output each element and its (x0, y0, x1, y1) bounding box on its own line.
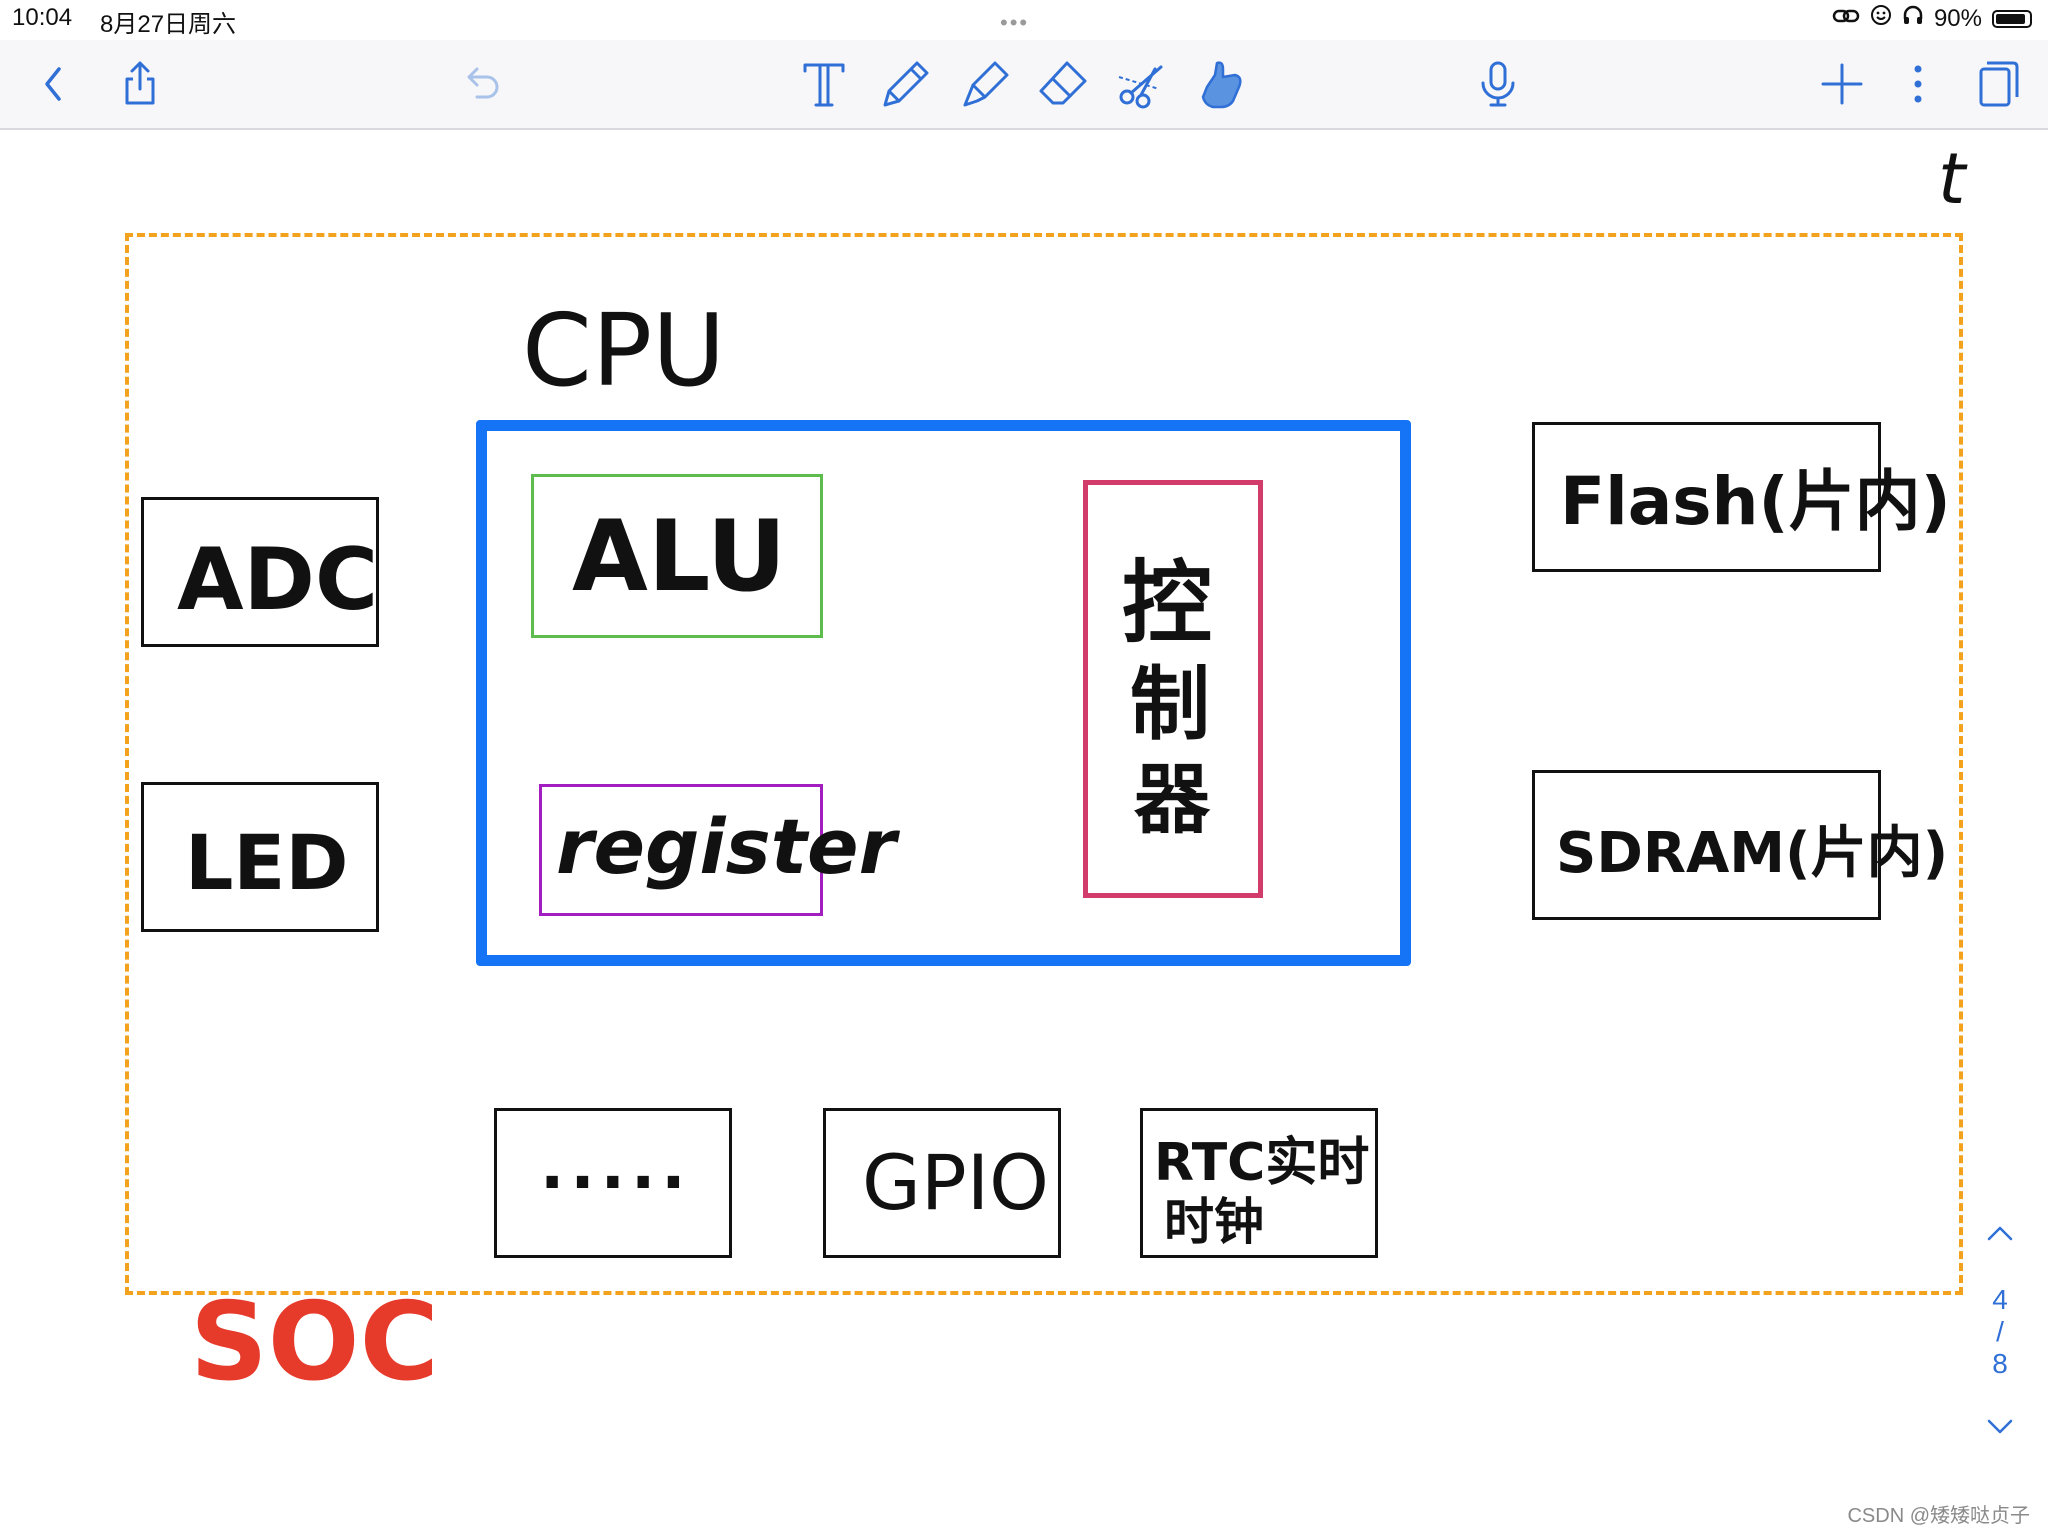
gpio-box (823, 1108, 1061, 1258)
share-icon[interactable] (110, 54, 170, 114)
hand-pointer-icon[interactable] (1190, 54, 1250, 114)
battery-percent: 90% (1933, 4, 1982, 32)
status-date: 8月27日周六 (100, 11, 237, 38)
note-canvas[interactable]: t SOC CPU ALU register 控 制 器 ADC LED Fla… (0, 130, 2048, 1536)
watermark: CSDN @矮矮哒贞子 (1847, 1505, 2030, 1527)
chevron-up-icon[interactable] (1978, 1220, 2022, 1264)
soc-boundary (125, 233, 1963, 1295)
status-time: 10:04 (12, 4, 73, 31)
cpu-box (476, 420, 1411, 966)
page-separator: / (1996, 1316, 2004, 1347)
corner-mark: t (1938, 138, 1966, 220)
multitasking-dots[interactable]: ••• (1000, 10, 1030, 35)
headphones-icon (1902, 4, 1924, 33)
ellipsis-label: ..... (540, 1130, 692, 1204)
led-label: LED (185, 818, 349, 907)
undo-icon[interactable] (452, 54, 512, 114)
flash-label: Flash(片内) (1560, 463, 1951, 540)
controller-box (1083, 480, 1263, 898)
controller-char-2: 制 (1130, 658, 1210, 751)
register-label: register (556, 802, 897, 891)
adc-box (141, 497, 379, 647)
status-right: 90% (1832, 4, 2032, 33)
register-box (539, 784, 823, 916)
page-current: 4 (1992, 1284, 2008, 1315)
link-icon (1832, 5, 1860, 33)
microphone-icon[interactable] (1468, 54, 1528, 114)
adc-label: ADC (177, 530, 379, 630)
toolbar (0, 40, 2048, 130)
controller-char-1: 控 (1122, 551, 1212, 656)
text-tool-icon[interactable] (794, 54, 854, 114)
soc-label: SOC (190, 1280, 439, 1405)
page-indicator: 4 / 8 (1978, 1220, 2022, 1460)
controller-char-3: 器 (1134, 755, 1210, 844)
flash-box (1532, 422, 1881, 572)
add-icon[interactable] (1812, 54, 1872, 114)
status-bar: 10:04 8月27日周六 ••• 90% (0, 0, 2048, 40)
rtc-label-line1: RTC实时 (1154, 1133, 1370, 1193)
more-icon[interactable] (1888, 54, 1948, 114)
alu-box (531, 474, 823, 638)
ellipsis-box (494, 1108, 732, 1258)
battery-fill (1996, 13, 2025, 24)
highlighter-tool-icon[interactable] (954, 54, 1014, 114)
page-total: 8 (1992, 1348, 2008, 1379)
chevron-down-icon[interactable] (1978, 1414, 2022, 1458)
rtc-box (1140, 1108, 1378, 1258)
eraser-tool-icon[interactable] (1032, 54, 1092, 114)
sdram-label: SDRAM(片内) (1556, 821, 1949, 886)
lasso-scissors-icon[interactable] (1112, 54, 1172, 114)
rtc-label-line2: 时钟 (1164, 1193, 1264, 1251)
pen-tool-icon[interactable] (874, 54, 934, 114)
smiley-icon (1870, 4, 1892, 33)
sdram-box (1532, 770, 1881, 920)
led-box (141, 782, 379, 932)
back-icon[interactable] (24, 54, 84, 114)
cpu-label: CPU (522, 292, 726, 409)
gpio-label: GPIO (862, 1138, 1049, 1227)
pages-icon[interactable] (1966, 54, 2026, 114)
battery-icon (1992, 9, 2032, 28)
alu-label: ALU (572, 500, 787, 614)
